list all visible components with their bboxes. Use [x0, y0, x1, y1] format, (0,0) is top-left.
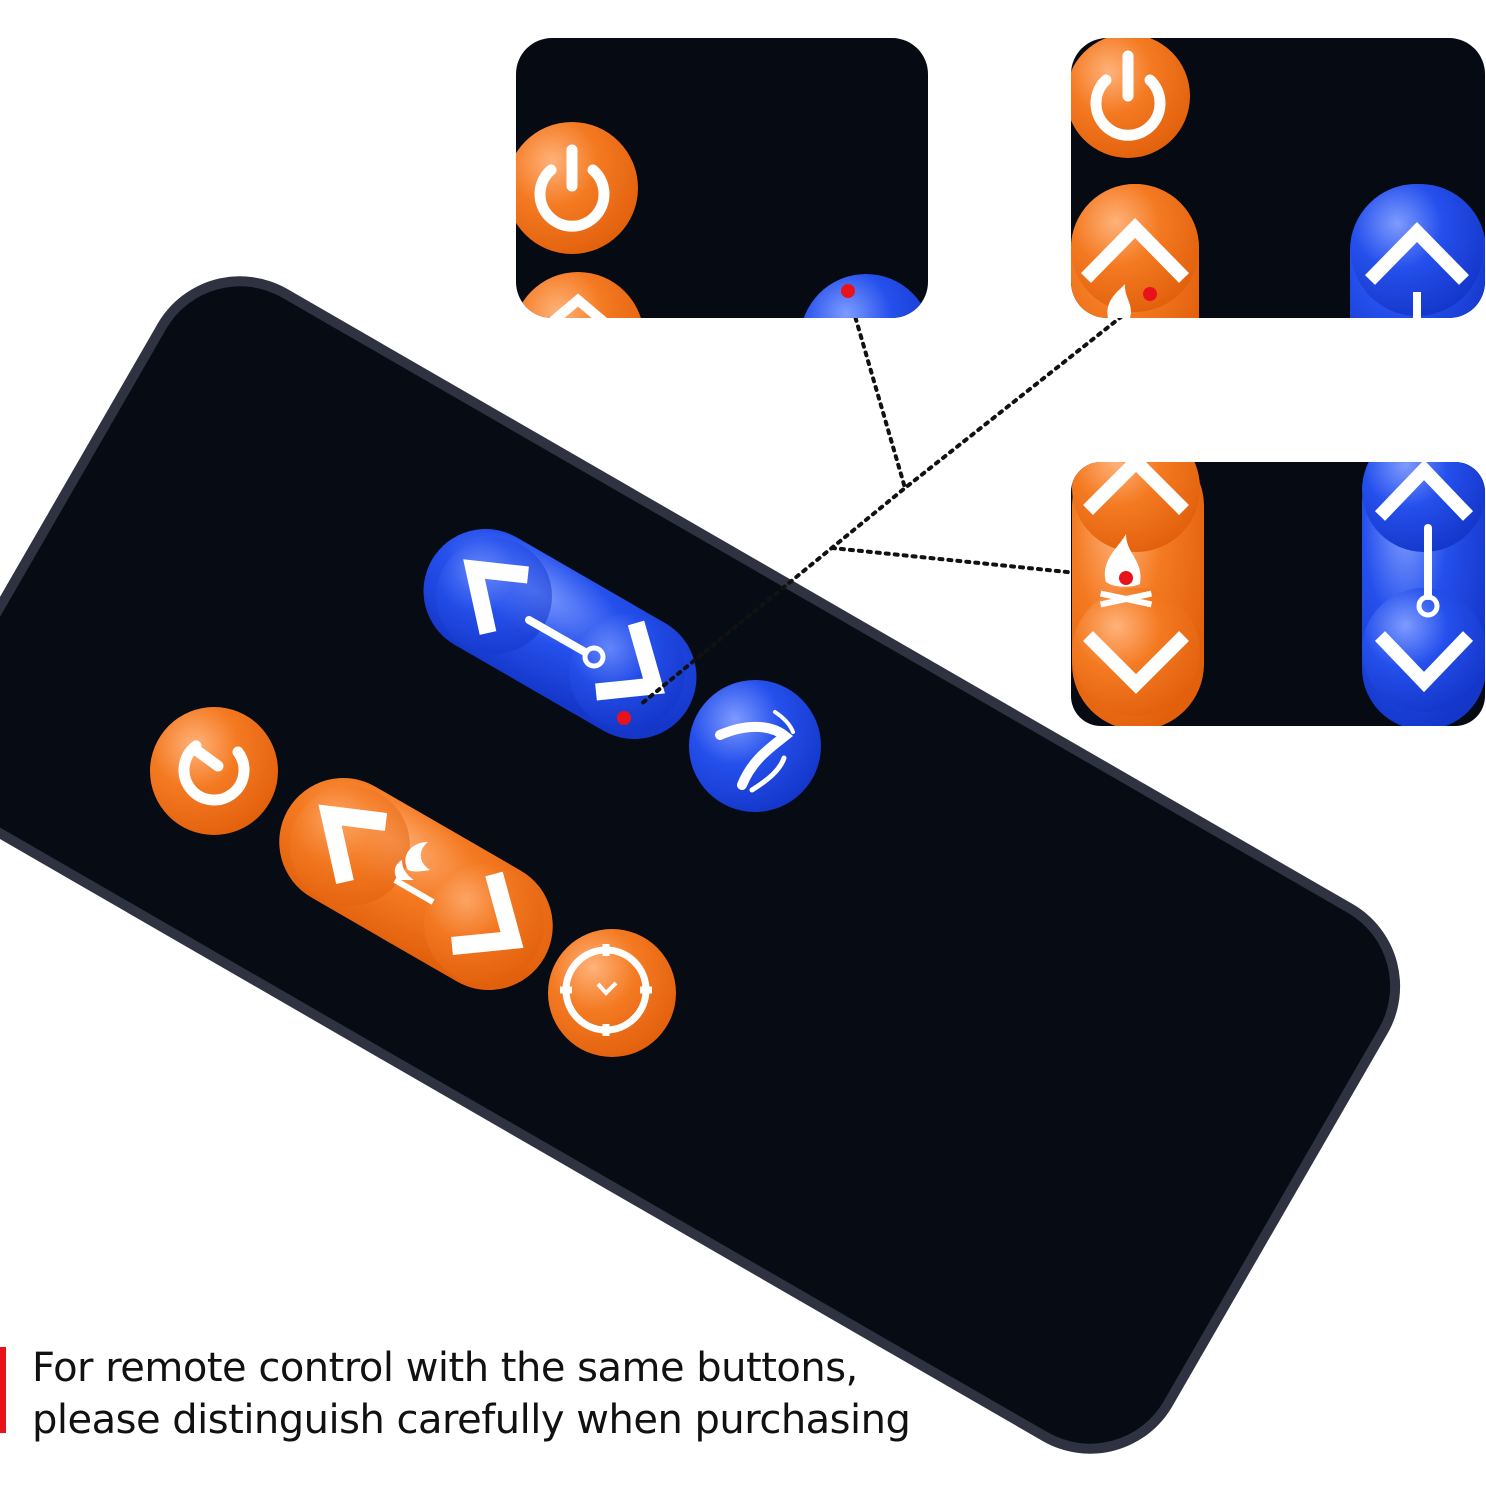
- indicator-dot: [841, 284, 855, 298]
- chevron-up-icon: [1083, 462, 1189, 515]
- caption-line-2: please distinguish carefully when purcha…: [32, 1397, 911, 1443]
- chevron-up-icon: [1374, 462, 1474, 521]
- leader-line-up-panel: [638, 292, 1152, 707]
- heat-adjust-pill[interactable]: [401, 506, 719, 761]
- leader-line-power-panel: [846, 290, 907, 490]
- chevron-up-icon: [548, 293, 608, 318]
- flame-icon: [1099, 534, 1153, 608]
- indicator-dot: [617, 711, 631, 725]
- remote-control: [0, 276, 1401, 1454]
- timer-button[interactable]: [548, 929, 676, 1057]
- fan-heat-icon: [715, 710, 795, 793]
- caption-accent-bar: [0, 1347, 6, 1433]
- flame-icon: [393, 842, 435, 905]
- chevron-up-icon: [1081, 217, 1189, 283]
- power-icon: [178, 740, 250, 806]
- thermometer-icon: [525, 616, 606, 669]
- fan-heat-button[interactable]: [689, 680, 821, 812]
- flame-up-button-zoom: [516, 272, 644, 318]
- chevron-down-icon: [1083, 631, 1189, 694]
- remote-face: [0, 286, 1391, 1444]
- heat-left-arrow[interactable]: [436, 538, 552, 654]
- zoom-panel-flame-heat: [1071, 462, 1485, 726]
- chevron-up-icon: [1364, 221, 1470, 285]
- heat-right-arrow[interactable]: [569, 614, 685, 730]
- caption: For remote control with the same buttons…: [0, 1345, 980, 1445]
- thermometer-icon: [1416, 524, 1440, 618]
- chevron-right-icon: [451, 871, 524, 955]
- timer-icon: [560, 944, 652, 1036]
- heat-button-zoom: [800, 274, 928, 318]
- chevron-left-icon: [463, 559, 529, 635]
- power-icon: [534, 144, 610, 232]
- power-icon: [1090, 50, 1166, 141]
- zoom-panel-up: [1071, 38, 1485, 318]
- zoom-panel-power: [516, 38, 928, 318]
- chevron-right-icon: [595, 620, 665, 701]
- flame-icon: [1107, 284, 1131, 318]
- indicator-dot: [1143, 287, 1157, 301]
- flame-left-arrow[interactable]: [290, 786, 410, 906]
- chevron-down-icon: [1374, 631, 1474, 693]
- power-button[interactable]: [150, 707, 278, 835]
- chevron-left-icon: [318, 804, 388, 884]
- caption-line-1: For remote control with the same buttons…: [32, 1345, 858, 1391]
- indicator-dot: [1119, 571, 1133, 585]
- flame-right-arrow[interactable]: [424, 864, 544, 984]
- flame-adjust-pill[interactable]: [256, 755, 576, 1014]
